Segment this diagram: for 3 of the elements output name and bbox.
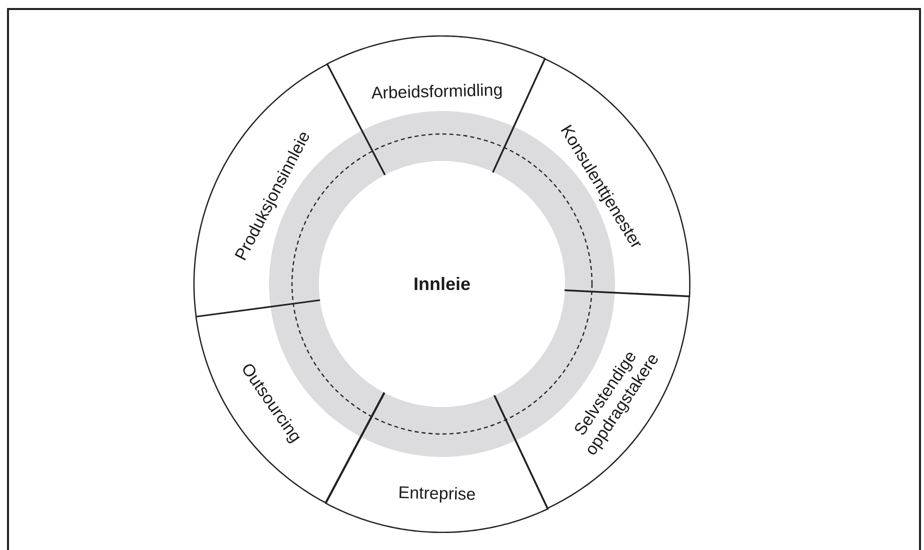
center-label: Innleie xyxy=(413,274,470,294)
segment-label: Arbeidsformidling xyxy=(370,80,504,104)
segment-label: Entreprise xyxy=(396,482,477,506)
